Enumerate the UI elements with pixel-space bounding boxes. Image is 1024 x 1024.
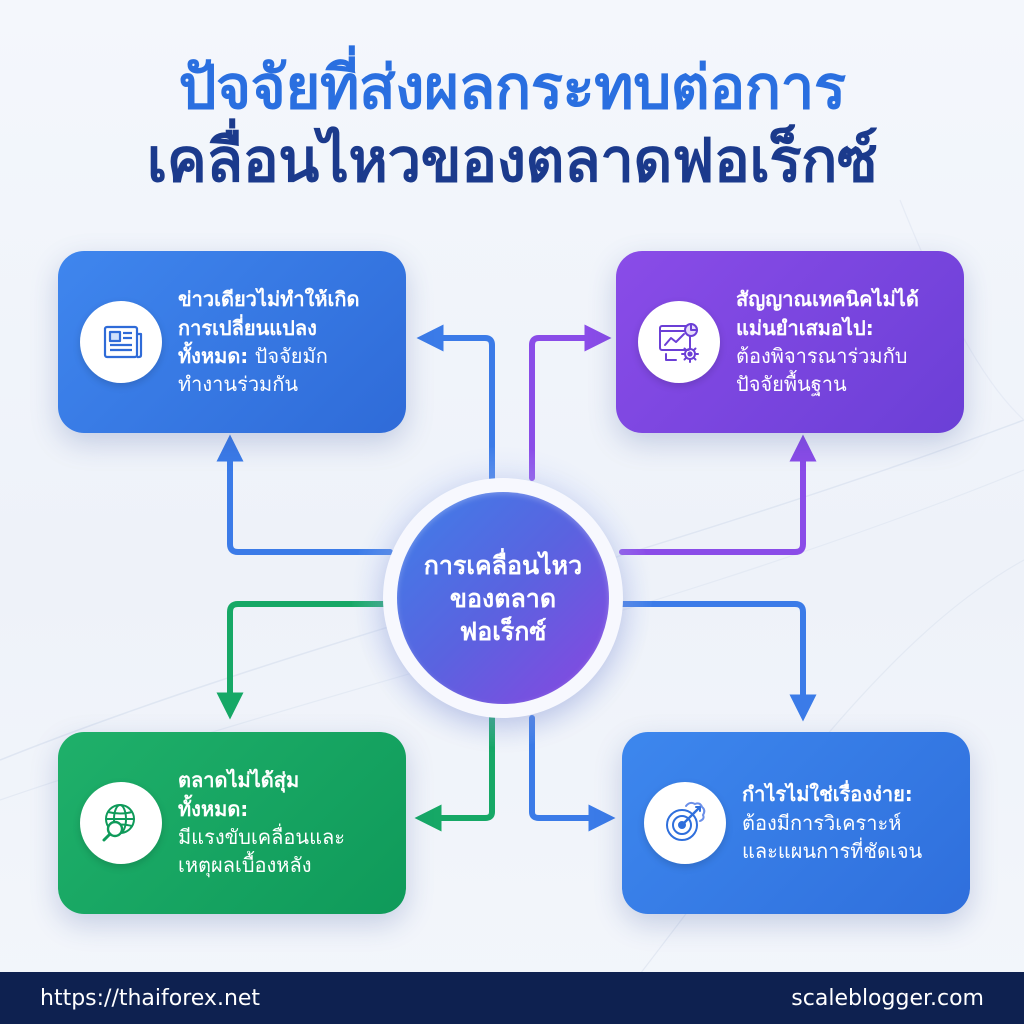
card-tl-line-1: ข่าวเดียวไม่ทำให้เกิด — [178, 287, 360, 312]
arrow-hub-to-topleft-upper — [416, 324, 495, 481]
card-market-not-random-text: ตลาดไม่ได้สุ่ม ทั้งหมด: มีแรงขับเคลื่อนแ… — [178, 766, 345, 880]
arrow-hub-to-topright-upper — [529, 324, 612, 481]
card-tl-line-3-rest: ปัจจัยมัก — [248, 344, 328, 368]
card-profit-not-easy-text: กำไรไม่ใช่เรื่องง่าย: ต้องมีการวิเคราะห์… — [742, 780, 922, 865]
card-single-news: ข่าวเดียวไม่ทำให้เกิด การเปลี่ยนแปลง ทั้… — [58, 251, 406, 433]
card-bl-line-4: เหตุผลเบื้องหลัง — [178, 853, 312, 878]
card-tr-line-4: ปัจจัยพื้นฐาน — [736, 372, 847, 397]
card-br-line-2: ต้องมีการวิเคราะห์ — [742, 810, 902, 835]
title-line-1: ปัจจัยที่ส่งผลกระทบต่อการ — [178, 53, 846, 123]
central-hub: การเคลื่อนไหว ของตลาด ฟอเร็กซ์ — [397, 492, 609, 704]
card-technical-signals-text: สัญญาณเทคนิคไม่ได้ แม่นยำเสมอไป: ต้องพิจ… — [736, 285, 919, 399]
card-tr-line-2: แม่นยำเสมอไป: — [736, 315, 874, 340]
card-br-line-3: และแผนการที่ชัดเจน — [742, 839, 923, 864]
hub-line-1: การเคลื่อนไหว — [423, 550, 583, 580]
arrow-hub-to-topleft-lower — [216, 434, 393, 555]
card-tr-line-1: สัญญาณเทคนิคไม่ได้ — [736, 287, 919, 312]
card-tr-line-3: ต้องพิจารณาร่วมกับ — [736, 344, 908, 368]
card-single-news-text: ข่าวเดียวไม่ทำให้เกิด การเปลี่ยนแปลง ทั้… — [178, 285, 359, 399]
card-tl-line-4: ทำงานร่วมกัน — [178, 372, 299, 397]
arrow-hub-to-bottomright-lower — [529, 715, 616, 832]
arrow-hub-to-bottomright-upper — [619, 601, 817, 722]
page-title: ปัจจัยที่ส่งผลกระทบต่อการ เคลื่อนไหวของต… — [0, 52, 1024, 198]
arrow-hub-to-bottomleft-lower — [414, 715, 495, 832]
globe-search-icon — [80, 782, 162, 864]
card-bl-line-1: ตลาดไม่ได้สุ่ม — [178, 768, 300, 793]
card-profit-not-easy: กำไรไม่ใช่เรื่องง่าย: ต้องมีการวิเคราะห์… — [622, 732, 970, 914]
analytics-gear-icon — [638, 301, 720, 383]
hub-line-3: ฟอเร็กซ์ — [459, 616, 547, 646]
card-tl-line-3-bold: ทั้งหมด: — [178, 344, 249, 368]
brain-target-icon — [644, 782, 726, 864]
newspaper-icon — [80, 301, 162, 383]
arrow-hub-to-topright-lower — [619, 434, 817, 555]
hub-line-2: ของตลาด — [449, 583, 557, 613]
card-bl-line-3: มีแรงขับเคลื่อนและ — [178, 825, 345, 849]
footer-left-link[interactable]: https://thaiforex.net — [40, 985, 261, 1011]
card-market-not-random: ตลาดไม่ได้สุ่ม ทั้งหมด: มีแรงขับเคลื่อนแ… — [58, 732, 406, 914]
card-br-line-1: กำไรไม่ใช่เรื่องง่าย: — [742, 782, 913, 807]
arrow-hub-to-bottomleft-upper — [216, 601, 393, 720]
footer-right-link[interactable]: scaleblogger.com — [791, 985, 984, 1011]
footer-bar: https://thaiforex.net scaleblogger.com — [0, 972, 1024, 1024]
card-tl-line-2: การเปลี่ยนแปลง — [178, 315, 317, 340]
card-bl-line-2: ทั้งหมด: — [178, 796, 249, 821]
card-technical-signals: สัญญาณเทคนิคไม่ได้ แม่นยำเสมอไป: ต้องพิจ… — [616, 251, 964, 433]
title-line-2: เคลื่อนไหวของตลาดฟอเร็กซ์ — [146, 126, 878, 197]
